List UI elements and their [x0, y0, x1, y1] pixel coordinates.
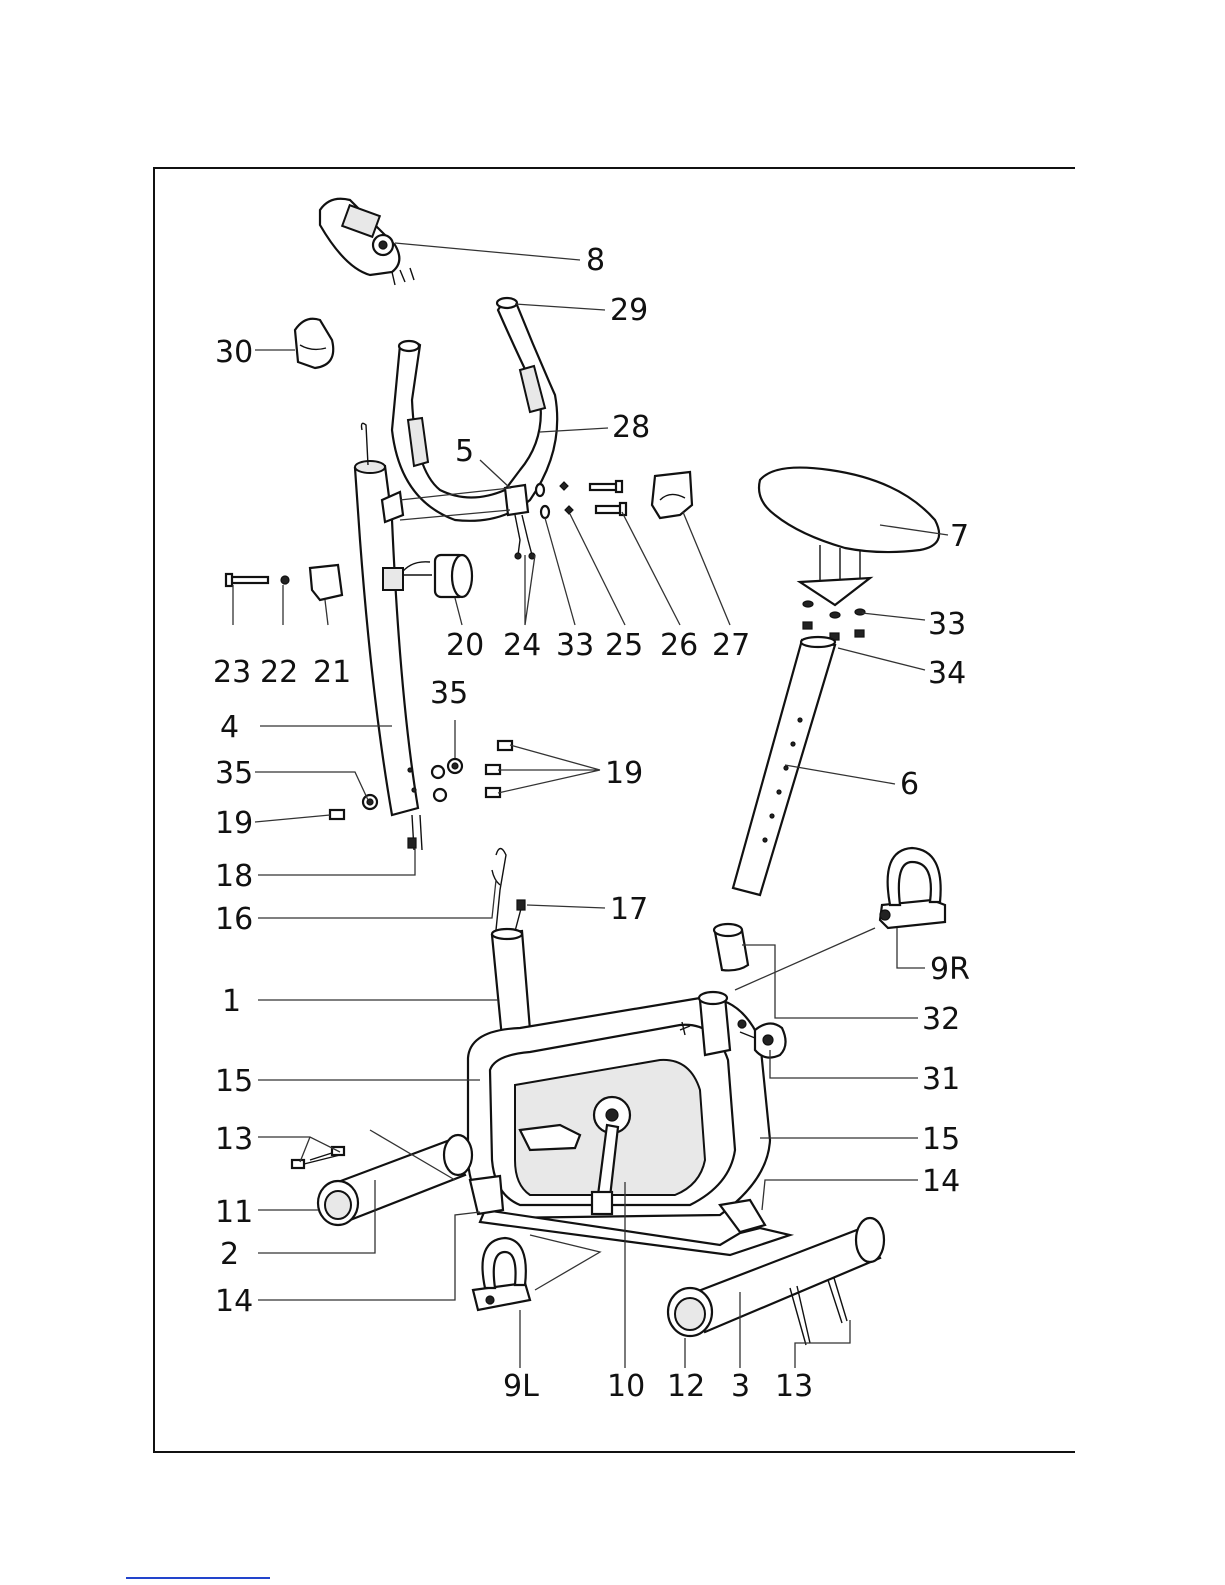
label-1: 1	[222, 984, 241, 1019]
label-23: 23	[213, 655, 251, 690]
label-25: 25	[605, 628, 643, 663]
seat-part	[759, 468, 939, 605]
post-bolts	[330, 741, 512, 819]
label-27: 27	[712, 628, 750, 663]
label-24: 24	[503, 628, 541, 663]
main-frame-part	[468, 929, 790, 1255]
label-7: 7	[950, 519, 969, 554]
seat-fasteners	[803, 601, 865, 640]
bottom-link-underline[interactable]	[126, 1577, 270, 1579]
label-35a: 35	[430, 676, 468, 711]
label-18: 18	[215, 859, 253, 894]
label-31: 31	[922, 1062, 960, 1097]
label-12: 12	[667, 1369, 705, 1404]
label-22: 22	[260, 655, 298, 690]
bracket-part	[226, 565, 342, 600]
label-26: 26	[660, 628, 698, 663]
label-13b: 13	[775, 1369, 813, 1404]
label-14a: 14	[215, 1284, 253, 1319]
label-33: 33	[556, 628, 594, 663]
label-11: 11	[215, 1195, 253, 1230]
label-9L: 9L	[503, 1369, 539, 1404]
label-5: 5	[455, 434, 474, 469]
console-part	[320, 199, 414, 285]
label-29: 29	[610, 293, 648, 328]
label-15b: 15	[922, 1122, 960, 1157]
front-stabilizer-part	[292, 1135, 472, 1225]
label-8: 8	[586, 243, 605, 278]
label-30: 30	[215, 335, 253, 370]
label-33b: 33	[928, 607, 966, 642]
left-pedal-part	[473, 1238, 530, 1310]
handlebar-part	[392, 298, 557, 521]
label-28: 28	[612, 410, 650, 445]
label-34: 34	[928, 656, 966, 691]
label-4: 4	[220, 710, 239, 745]
label-16: 16	[215, 902, 253, 937]
handlebar-cover-part	[652, 472, 692, 518]
label-6: 6	[900, 767, 919, 802]
label-35b: 35	[215, 756, 253, 791]
label-9R: 9R	[930, 952, 970, 987]
label-13a: 13	[215, 1122, 253, 1157]
pulse-cover-part	[295, 319, 333, 368]
label-17: 17	[610, 892, 648, 927]
label-19b: 19	[215, 806, 253, 841]
label-10: 10	[607, 1369, 645, 1404]
label-21: 21	[313, 655, 351, 690]
handlebar-bolts	[536, 481, 626, 518]
label-32: 32	[922, 1002, 960, 1037]
label-2: 2	[220, 1237, 239, 1272]
label-3: 3	[731, 1369, 750, 1404]
label-19a: 19	[605, 756, 643, 791]
label-15a: 15	[215, 1064, 253, 1099]
label-20: 20	[446, 628, 484, 663]
tension-knob-part	[382, 555, 472, 597]
bottom-bolt-part	[408, 815, 422, 850]
right-pedal-part	[880, 848, 945, 928]
seat-post-part	[733, 637, 835, 895]
bushing-part	[714, 924, 748, 970]
label-14b: 14	[922, 1164, 960, 1199]
